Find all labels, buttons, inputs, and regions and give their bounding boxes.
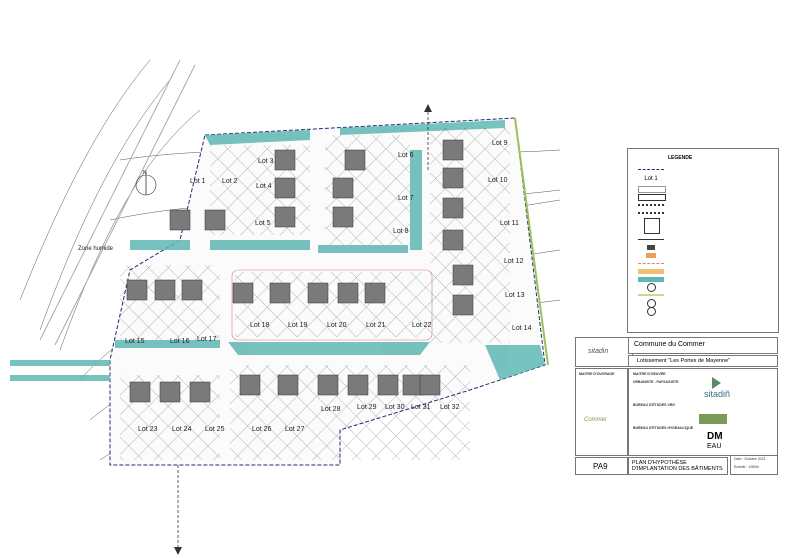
sitadin-logo-main: sitadiñ (704, 389, 731, 399)
lot-label: Lot 18 (250, 322, 270, 329)
lot-label: Lot 28 (321, 406, 341, 413)
building-footprint (332, 177, 354, 199)
lot-label: Lot 21 (366, 322, 386, 329)
arrow-down-icon (174, 547, 182, 555)
lot-label: Lot 4 (256, 183, 272, 190)
project-name: Lotissement "Les Portes de Mayenne" (637, 358, 731, 364)
lot-label: Lot 16 (170, 338, 190, 345)
bureau-hydro-label: BUREAU D'ÉTUDES HYDRAULIQUE (633, 426, 694, 430)
bureau-vrd-label: BUREAU D'ÉTUDES VRD (633, 403, 675, 407)
commer-logo: Commer (584, 417, 608, 423)
building-footprint (274, 206, 296, 228)
building-footprint (452, 294, 474, 316)
eau-logo: EAU (707, 443, 722, 450)
building-footprint (347, 374, 369, 396)
lot-label: Lot 20 (327, 322, 347, 329)
legend-panel: LEGENDE Lot 1 (627, 148, 779, 333)
building-footprint (126, 279, 148, 301)
green-spaces (10, 120, 545, 381)
building-footprint (344, 149, 366, 171)
building-footprint (442, 197, 464, 219)
maitre-oeuvre-label: MAITRE D'OEUVRE (633, 372, 666, 376)
lot-label: Lot 7 (398, 195, 414, 202)
building-footprint (377, 374, 399, 396)
sitadin-arrow-icon (712, 377, 721, 389)
building-footprint (317, 374, 339, 396)
building-footprint (129, 381, 151, 403)
building-footprint (307, 282, 329, 304)
lot-label: Lot 17 (197, 336, 217, 343)
lot-label: Lot 6 (398, 152, 414, 159)
building-footprint (232, 282, 254, 304)
lot-label: Lot 29 (357, 404, 377, 411)
lot-label: Lot 26 (252, 426, 272, 433)
lot-label: Lot 1 (190, 178, 206, 185)
building-footprint (419, 374, 441, 396)
lot-label: Lot 22 (412, 322, 432, 329)
lot-label: Lot 24 (172, 426, 192, 433)
building-footprint (277, 374, 299, 396)
building-footprint (442, 167, 464, 189)
lot-label: Lot 11 (500, 220, 519, 227)
sitadin-logo-box: sitadin (575, 337, 633, 367)
lot-label: Lot 14 (512, 325, 532, 332)
building-footprint (274, 149, 296, 171)
urbaniste-label: URBANISTE - PAYSAGISTE (633, 380, 679, 384)
lot-label: Lot 12 (504, 258, 524, 265)
building-footprint (452, 264, 474, 286)
lot-label: Lot 10 (488, 177, 508, 184)
legend-title: LEGENDE (668, 155, 693, 161)
maitre-ouvrage-label: MAITRE D'OUVRAGE (579, 372, 615, 376)
lot-label: Lot 30 (385, 404, 405, 411)
lot-label: Lot 13 (505, 292, 525, 299)
lot-label: Lot 19 (288, 322, 308, 329)
lot-label: Lot 9 (492, 140, 508, 147)
plan-title-line2: D'IMPLANTATION DES BÂTIMENTS (632, 466, 723, 472)
north-label: N (143, 170, 147, 176)
buildings (126, 139, 474, 403)
building-footprint (169, 209, 191, 231)
lot-label: Lot 3 (258, 158, 274, 165)
building-footprint (442, 229, 464, 251)
building-footprint (189, 381, 211, 403)
lot-label: Lot 5 (255, 220, 271, 227)
arrow-up-icon (424, 104, 432, 112)
lot-label: Lot 8 (393, 228, 409, 235)
building-footprint (274, 177, 296, 199)
building-footprint (239, 374, 261, 396)
plan-scale: Echelle : 1/500e (734, 465, 760, 469)
building-footprint (364, 282, 386, 304)
lot-label: Lot 23 (138, 426, 158, 433)
plan-title-line1: PLAN D'HYPOTHÈSE (632, 460, 687, 466)
lot-label: Lot 31 (411, 404, 431, 411)
lot-label: Lot 27 (285, 426, 305, 433)
lot-label: Lot 25 (205, 426, 225, 433)
building-footprint (159, 381, 181, 403)
lot-label: Lot 15 (125, 338, 145, 345)
legend-sample-lot: Lot 1 (644, 176, 658, 182)
lot-label: Lot 32 (440, 404, 460, 411)
building-footprint (269, 282, 291, 304)
zone-humide-label: Zone humide (78, 246, 114, 252)
plan-date: Date : Octobre 2021 (734, 457, 766, 461)
building-footprint (337, 282, 359, 304)
dm-logo: DM (707, 431, 723, 442)
lot-label: Lot 2 (222, 178, 238, 185)
commune-name: Commune du Commer (634, 341, 705, 348)
building-footprint (154, 279, 176, 301)
building-footprint (442, 139, 464, 161)
building-footprint (181, 279, 203, 301)
building-footprint (204, 209, 226, 231)
building-footprint (332, 206, 354, 228)
paysage-logo (699, 414, 727, 424)
plan-code: PA9 (593, 462, 608, 471)
sitadin-logo: sitadin (588, 348, 609, 355)
